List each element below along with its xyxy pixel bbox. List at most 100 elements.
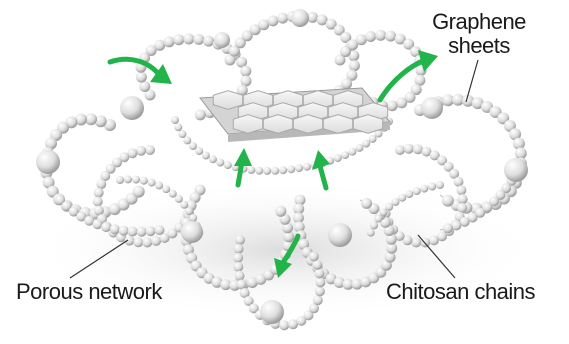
bead bbox=[341, 78, 353, 90]
bead bbox=[509, 128, 522, 141]
large-bead bbox=[214, 32, 230, 48]
bead bbox=[105, 163, 116, 174]
large-bead bbox=[328, 223, 352, 247]
bead bbox=[76, 211, 87, 222]
bead bbox=[308, 251, 319, 262]
bead bbox=[61, 201, 72, 212]
chitosan-chain-6 bbox=[380, 143, 468, 248]
bead bbox=[410, 84, 422, 96]
bead bbox=[208, 155, 217, 164]
bead bbox=[385, 202, 394, 211]
bead bbox=[355, 143, 364, 152]
bead bbox=[55, 195, 65, 205]
bead bbox=[293, 203, 305, 215]
bead bbox=[75, 113, 87, 126]
bead bbox=[303, 310, 314, 321]
bead bbox=[171, 116, 179, 124]
bead bbox=[271, 166, 280, 175]
large-bead bbox=[291, 9, 309, 27]
bead bbox=[366, 228, 375, 237]
arrow-inflow-left bbox=[107, 56, 163, 79]
bead bbox=[348, 50, 360, 62]
bead bbox=[293, 212, 304, 224]
bead bbox=[342, 278, 354, 290]
hexagon-sheet-icon bbox=[322, 114, 354, 134]
bead bbox=[385, 30, 397, 42]
bead bbox=[201, 151, 210, 160]
bead bbox=[183, 33, 195, 45]
bead bbox=[246, 277, 258, 288]
bead bbox=[233, 252, 244, 263]
bead bbox=[436, 181, 444, 189]
bead bbox=[346, 69, 358, 81]
bead bbox=[421, 146, 432, 157]
bead bbox=[396, 97, 408, 109]
bead bbox=[303, 162, 311, 171]
bead bbox=[132, 175, 140, 184]
bead bbox=[370, 221, 379, 230]
bead bbox=[92, 219, 103, 230]
label-porous-network: Porous network bbox=[16, 279, 162, 304]
bead bbox=[384, 251, 396, 263]
bead bbox=[93, 187, 104, 198]
bead bbox=[428, 182, 437, 191]
bead bbox=[296, 315, 307, 326]
bead bbox=[234, 270, 245, 281]
bead bbox=[136, 226, 147, 237]
bead bbox=[482, 202, 493, 213]
bead bbox=[93, 205, 104, 216]
bead bbox=[240, 75, 252, 87]
large-bead bbox=[504, 158, 528, 182]
bead bbox=[457, 194, 468, 205]
bead bbox=[133, 237, 144, 248]
bead bbox=[174, 123, 183, 132]
bead bbox=[293, 221, 305, 233]
bead bbox=[453, 176, 464, 187]
bead bbox=[410, 46, 421, 57]
bead bbox=[155, 181, 164, 190]
chitosan-bead-chains bbox=[36, 9, 528, 331]
bead bbox=[386, 242, 398, 254]
bead bbox=[333, 154, 342, 163]
leader-lines bbox=[69, 59, 479, 279]
large-bead bbox=[120, 96, 144, 120]
bead bbox=[456, 185, 467, 196]
bead bbox=[441, 194, 454, 207]
bead bbox=[145, 45, 157, 56]
bead bbox=[118, 225, 129, 236]
bead bbox=[405, 190, 414, 199]
bead bbox=[288, 319, 299, 330]
bead bbox=[154, 225, 165, 236]
bead bbox=[144, 89, 156, 101]
bead bbox=[145, 145, 155, 155]
bead bbox=[314, 286, 325, 297]
bead bbox=[451, 220, 462, 231]
bead bbox=[283, 231, 295, 243]
bead bbox=[361, 197, 373, 209]
leader-graphene bbox=[465, 59, 479, 103]
chitosan-chain-12 bbox=[366, 181, 444, 237]
bead bbox=[119, 152, 130, 163]
bead bbox=[84, 215, 95, 226]
chitosan-chain-13 bbox=[55, 195, 165, 237]
bead bbox=[462, 94, 474, 107]
bead bbox=[402, 235, 413, 246]
bead bbox=[471, 97, 484, 110]
bead bbox=[68, 206, 79, 217]
bead bbox=[182, 244, 194, 256]
bead bbox=[104, 119, 116, 131]
leader-porous bbox=[69, 239, 129, 279]
bead bbox=[294, 194, 306, 206]
bead bbox=[443, 161, 454, 172]
bead bbox=[247, 166, 256, 174]
bead bbox=[385, 233, 397, 245]
bead bbox=[394, 33, 406, 45]
bead bbox=[325, 18, 337, 30]
bead bbox=[394, 231, 405, 241]
bead bbox=[189, 214, 198, 222]
bead bbox=[340, 32, 352, 43]
bead bbox=[45, 137, 57, 150]
bead bbox=[275, 205, 287, 217]
